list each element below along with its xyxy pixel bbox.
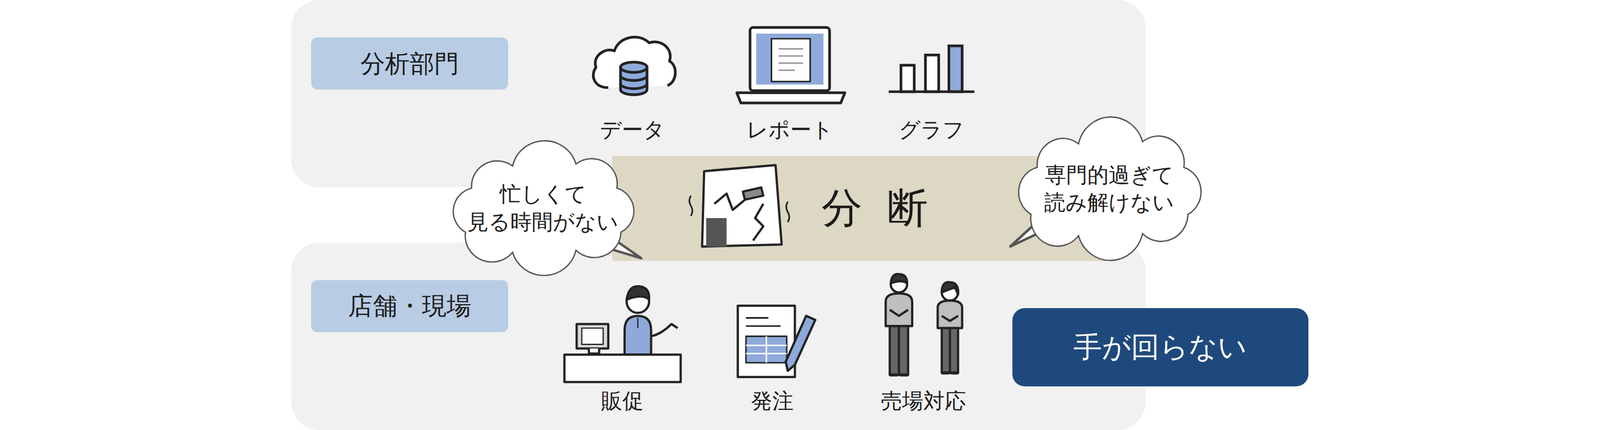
- node-text: 専門的過ぎて 読み解けない: [1026, 161, 1193, 218]
- order-form-icon: [737, 306, 815, 378]
- floor-staff-icon: [885, 274, 963, 376]
- icon-caption: データ: [599, 115, 665, 144]
- sales-staff-icon: [564, 286, 682, 383]
- node-text: 忙しくて 見る時間がない: [460, 180, 626, 237]
- icon-caption: 販促: [601, 386, 644, 416]
- icon-caption: 発注: [751, 386, 794, 416]
- node-text: 手が回らない: [1073, 329, 1247, 367]
- graph-icon: [888, 45, 975, 92]
- cloud-outline: [440, 146, 646, 271]
- speech-cloud: 忙しくて 見る時間がない: [440, 146, 646, 271]
- icon-caption: グラフ: [898, 115, 965, 144]
- section-label: 店舗・現場: [311, 280, 509, 333]
- node-text: 店舗・現場: [348, 290, 472, 323]
- report-icon: [737, 27, 846, 103]
- divide-title: 分断: [821, 181, 953, 236]
- icon-caption: レポート: [746, 115, 834, 144]
- speech-cloud: 専門的過ぎて 読み解けない: [1006, 122, 1213, 256]
- node-text: 分析部門: [360, 48, 459, 81]
- broken-building-icon: [689, 165, 790, 247]
- data-icon: [593, 36, 676, 95]
- section-label: 分析部門: [311, 37, 509, 90]
- icon-caption: 売場対応: [880, 386, 966, 416]
- cloud-outline: [1006, 122, 1213, 256]
- result-box: 手が回らない: [1012, 308, 1309, 387]
